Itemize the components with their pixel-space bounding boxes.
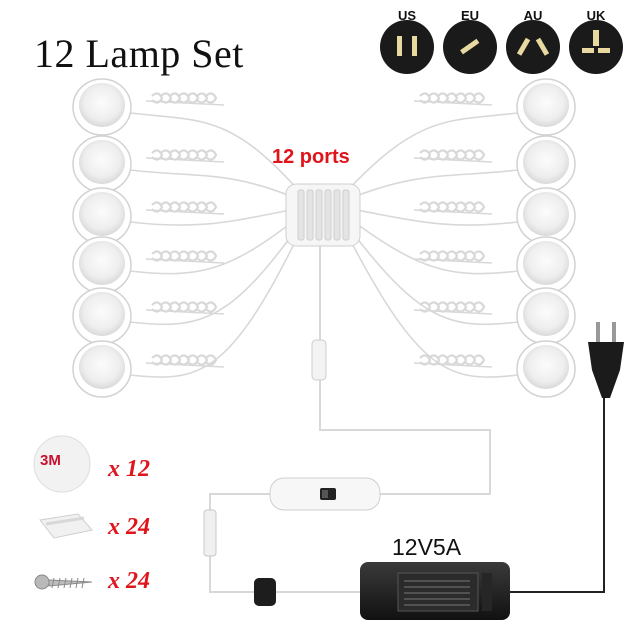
coiled-cables (145, 92, 493, 368)
lamp-face-left (79, 192, 125, 236)
lamp-face-left (79, 292, 125, 336)
hub-port (324, 189, 332, 241)
coil-left (151, 201, 218, 213)
plug-label-au: AU (523, 8, 543, 23)
coil-left-lead (145, 157, 225, 163)
adapter-label: 12V5A (392, 534, 462, 560)
plug-types (380, 20, 623, 74)
coil-left-lead (145, 258, 225, 264)
coil-left-lead (145, 100, 225, 106)
cable-right (345, 215, 519, 275)
coil-right (419, 149, 486, 161)
coil-right (419, 92, 486, 104)
uk-plug-icon (569, 20, 623, 74)
lamp-face-left (79, 345, 125, 389)
cable-right (345, 112, 519, 193)
cable-right (345, 223, 519, 326)
coil-left-lead (145, 362, 225, 368)
eu-power-plug (588, 322, 624, 398)
plug-label-eu: EU (460, 8, 480, 23)
dimmer-switch (269, 477, 381, 511)
mains-cable (510, 398, 605, 593)
coil-left (151, 354, 218, 366)
cables (129, 112, 605, 593)
lamp-face-left (79, 140, 125, 184)
hub-port (306, 189, 314, 241)
cable-right (345, 169, 519, 201)
lamp-face-right (523, 83, 569, 127)
page-title: 12 Lamp Set (34, 31, 244, 76)
lamp-face-right (523, 345, 569, 389)
coil-left (151, 149, 218, 161)
coil-left (151, 301, 218, 313)
lamp-face-right (523, 192, 569, 236)
accessory-icons (33, 435, 93, 590)
main-cable (209, 493, 270, 510)
us-plug-icon (380, 20, 434, 74)
inline-connector (311, 339, 327, 381)
lamp-face-right (523, 292, 569, 336)
coil-right (419, 354, 486, 366)
cable-left (129, 215, 301, 275)
lamp-face-right (523, 241, 569, 285)
plug-label-us: US (397, 8, 417, 23)
coil-left-lead (145, 209, 225, 215)
hub-port (315, 189, 323, 241)
adhesive-pad-quantity: x 12 (108, 456, 150, 482)
cable-left (129, 207, 301, 226)
ferrite-choke (254, 578, 276, 606)
coil-right-lead (413, 258, 493, 264)
lamp-face-left (79, 241, 125, 285)
dc-connector (203, 509, 217, 557)
lamp-face-left (79, 83, 125, 127)
eu-plug-icon (443, 20, 497, 74)
coil-right-lead (413, 362, 493, 368)
hub-port (333, 189, 341, 241)
screw-icon (34, 574, 93, 590)
coil-right-lead (413, 209, 493, 215)
plug-label-uk: UK (586, 8, 606, 23)
cable-left (129, 223, 301, 326)
coil-left (151, 250, 218, 262)
hub-port (297, 189, 305, 241)
splitter-hub (285, 183, 361, 247)
main-cable (319, 380, 491, 495)
cable-right (345, 231, 519, 378)
coil-right (419, 301, 486, 313)
cable-clip-slot (45, 516, 85, 526)
cable-left (129, 169, 301, 201)
coil-left (151, 92, 218, 104)
coil-right (419, 201, 486, 213)
main-cable (209, 556, 254, 593)
coil-right-lead (413, 157, 493, 163)
coil-right (419, 250, 486, 262)
3m-logo: 3M (40, 452, 61, 469)
power-adapter (360, 562, 510, 620)
cable-right (345, 207, 519, 226)
adhesive-pad-icon (33, 435, 91, 493)
hub-port (342, 189, 350, 241)
coil-right-lead (413, 100, 493, 106)
cable-clip-icon (39, 513, 93, 539)
au-plug-icon (506, 20, 560, 74)
coil-right-lead (413, 309, 493, 315)
coil-left-lead (145, 309, 225, 315)
cable-clip-quantity: x 24 (108, 514, 150, 540)
cable-left (129, 112, 301, 193)
screw-quantity: x 24 (108, 568, 150, 594)
lamps (72, 78, 576, 398)
lamp-face-right (523, 140, 569, 184)
splitter-label: 12 ports (272, 146, 350, 168)
main-cable (510, 398, 605, 593)
